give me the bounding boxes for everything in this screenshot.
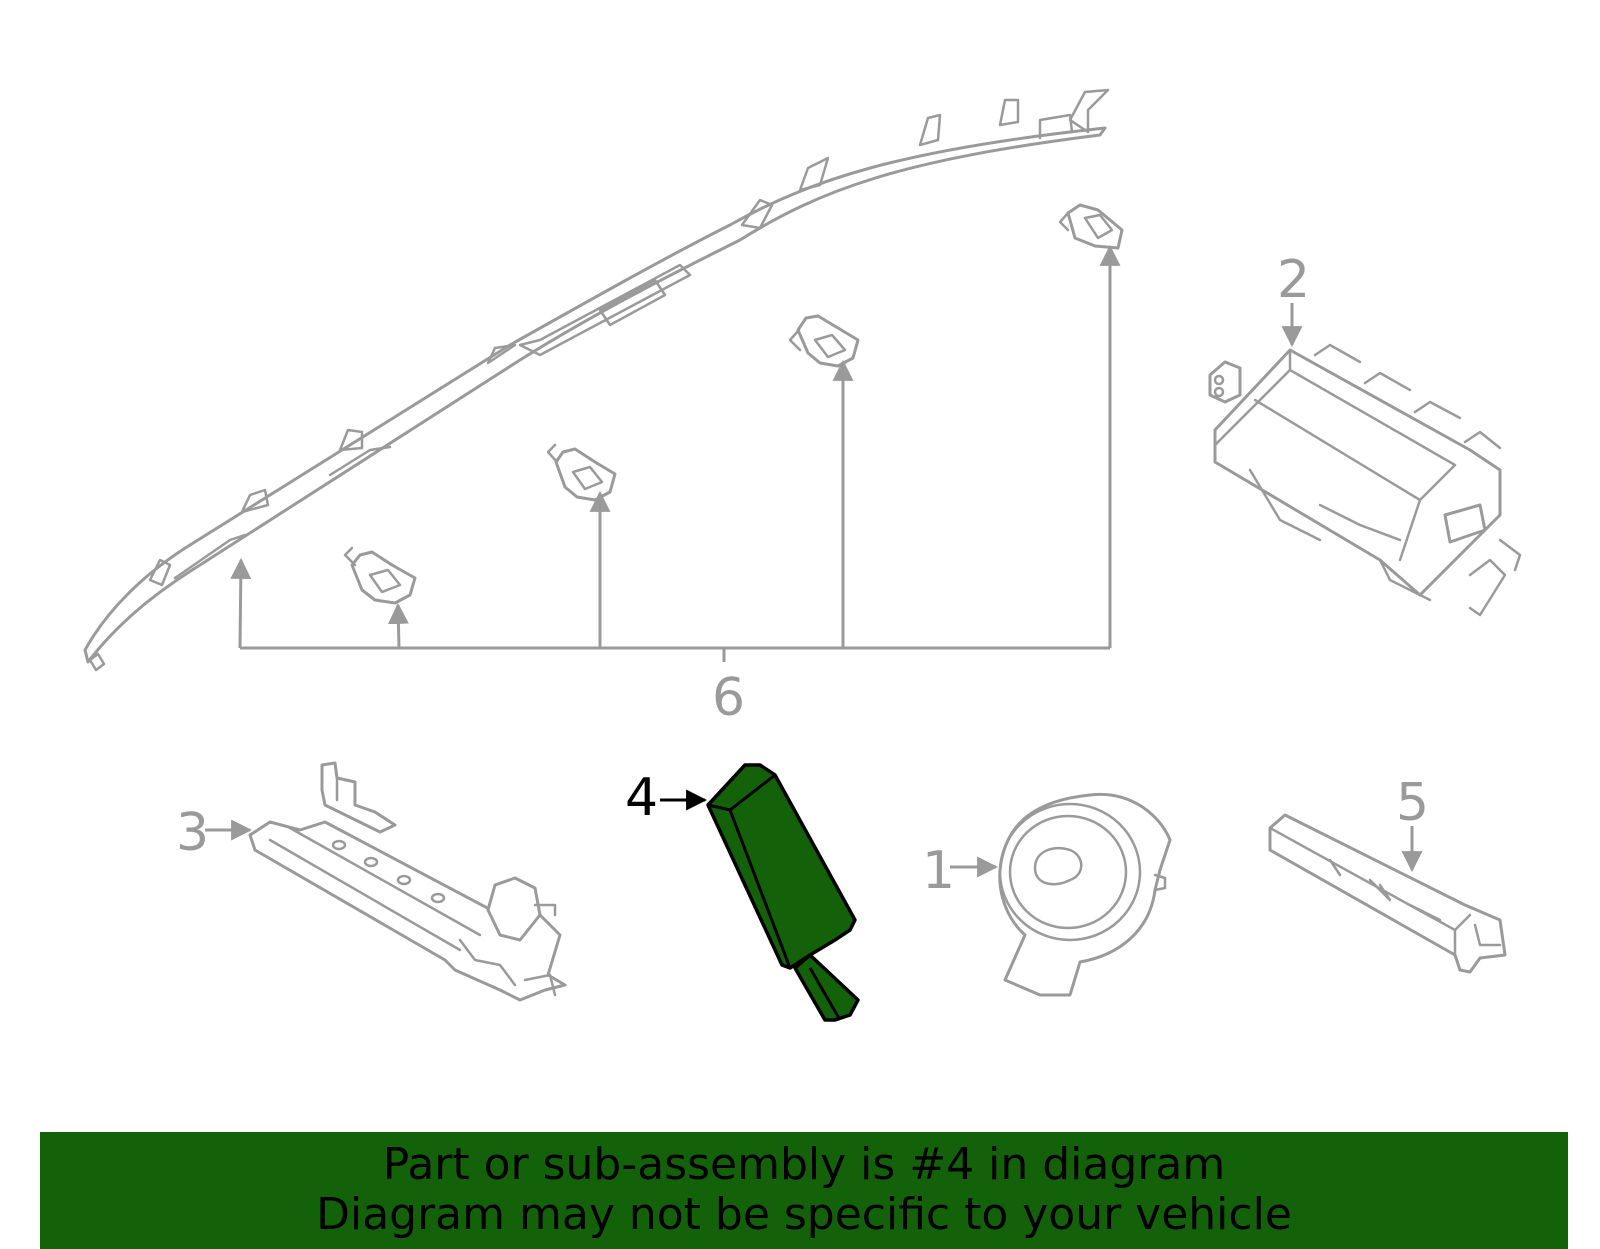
callout-1: 1 (922, 841, 955, 901)
banner-line-1: Part or sub-assembly is #4 in diagram (382, 1139, 1226, 1190)
knee-airbag-part[interactable] (248, 761, 567, 1002)
callout-3: 3 (176, 803, 209, 863)
callout-4: 4 (625, 768, 658, 828)
airbag-clip-3[interactable] (788, 314, 860, 368)
passenger-airbag-part[interactable] (1208, 343, 1522, 617)
impact-sensor-part[interactable] (706, 763, 860, 1022)
callout-6-leader (230, 244, 1121, 662)
airbag-clip-4[interactable] (1058, 203, 1124, 250)
banner-line-2: Diagram may not be specific to your vehi… (316, 1189, 1292, 1240)
callout-6: 6 (712, 668, 745, 728)
callout-2: 2 (1277, 250, 1310, 310)
callout-5: 5 (1396, 773, 1429, 833)
airbag-clip-1[interactable] (343, 546, 417, 605)
driver-airbag-part[interactable] (998, 792, 1172, 997)
airbag-clip-2[interactable] (546, 443, 617, 502)
curtain-airbag-part[interactable] (83, 88, 1110, 672)
part-notice-banner: Part or sub-assembly is #4 in diagram Di… (40, 1132, 1568, 1249)
seat-airbag-part[interactable] (1268, 813, 1507, 974)
